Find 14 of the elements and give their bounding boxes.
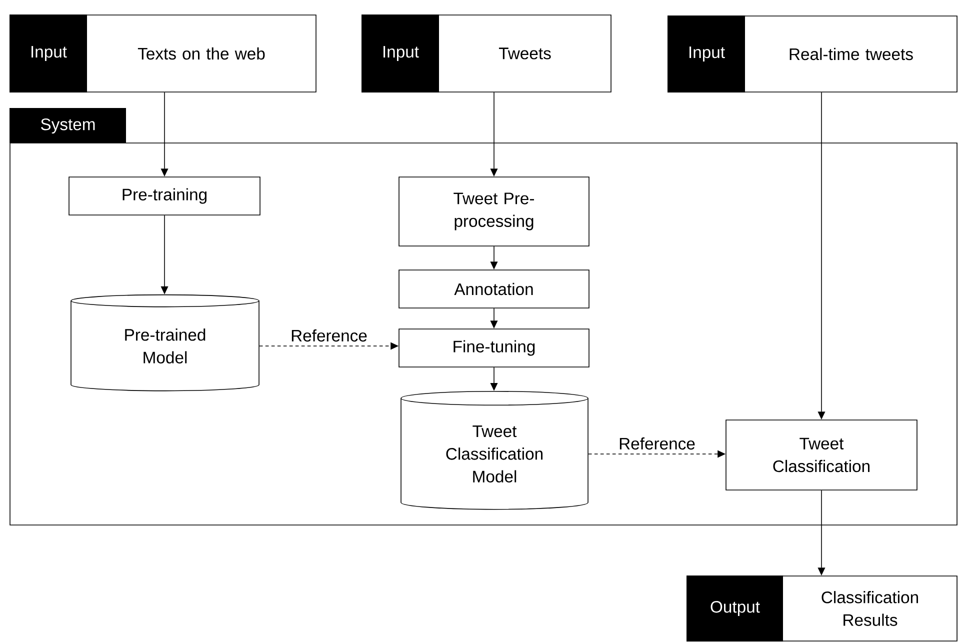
edge-label: Reference [617, 436, 697, 451]
process-box: Annotation [398, 270, 590, 308]
input-box: Input Texts on the web [10, 14, 316, 92]
node-label: System [40, 118, 95, 134]
process-box: Pre-training [68, 176, 260, 216]
database-cylinder: Pre-trained Model [70, 294, 260, 392]
output-box: Output Classification Results [686, 575, 958, 642]
process-box: Tweet Pre-processing [398, 176, 590, 246]
process-box: Tweet Classification [726, 420, 918, 490]
process-box: Fine-tuning [398, 328, 590, 368]
database-cylinder: Tweet Classification Model [400, 390, 588, 510]
input-box: Input Tweets [362, 14, 612, 92]
input-box: Input Real-time tweets [668, 16, 958, 92]
edge-label: Reference [289, 328, 369, 343]
